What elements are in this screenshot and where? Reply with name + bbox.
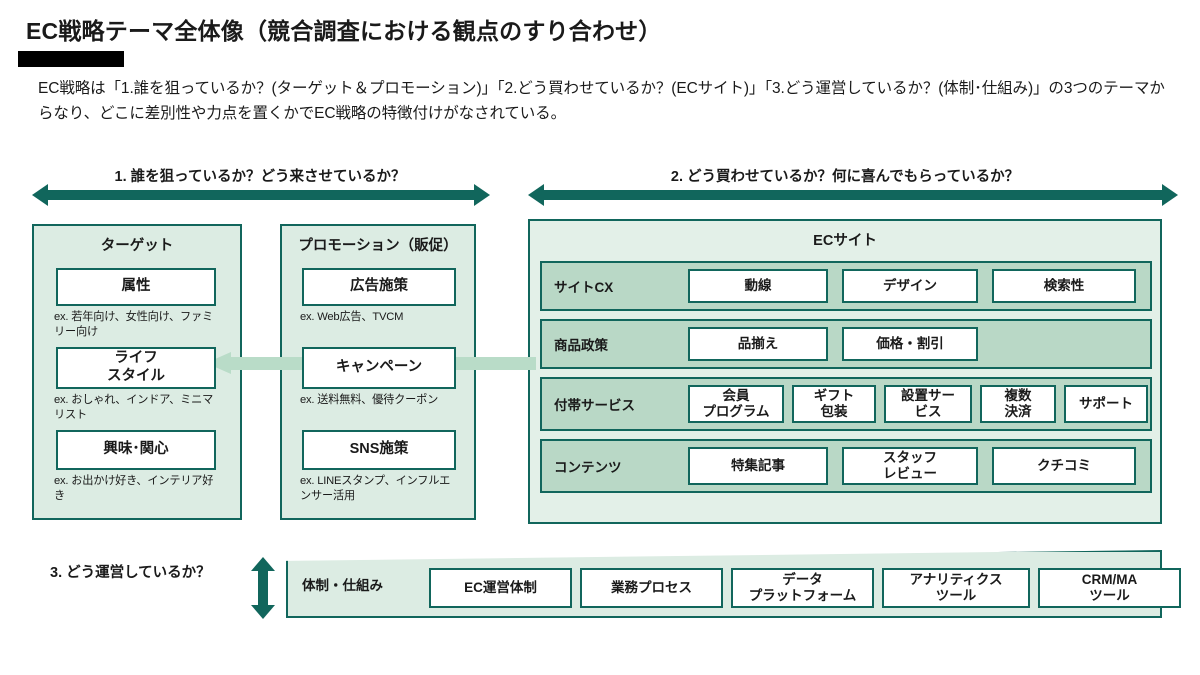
ec-cell-gift-wrapping[interactable]: ギフト 包装 — [792, 385, 876, 423]
ops-cell-data-platform[interactable]: データ プラットフォーム — [731, 568, 874, 608]
ec-cell-doussen[interactable]: 動線 — [688, 269, 828, 303]
promotion-item-campaign[interactable]: キャンペーン — [302, 347, 456, 389]
section-2-heading: 2. どう買わせているか？何に喜んでもらっているか？ — [670, 169, 1020, 185]
title-underline-rule — [18, 51, 124, 67]
arrow-head-right-icon — [474, 184, 490, 206]
ec-cell-assortment[interactable]: 品揃え — [688, 327, 828, 361]
section-3-heading: 3. どう運営しているか？ — [50, 565, 211, 581]
arrow-head-right-icon — [1162, 184, 1178, 206]
promotion-item-advertising[interactable]: 広告施策 — [302, 268, 456, 306]
promotion-panel-title: プロモーション（販促） — [298, 238, 458, 254]
arrow-head-up-icon — [251, 557, 275, 571]
ec-cell-installation-service[interactable]: 設置サー ビス — [884, 385, 972, 423]
operations-band: 体制・仕組み EC運営体制 業務プロセス データ プラットフォーム アナリティク… — [286, 550, 1181, 618]
operations-band-label: 体制・仕組み — [302, 578, 383, 593]
ec-row-merchandising: 商品政策 品揃え 価格・割引 — [540, 319, 1152, 369]
page-title: EC戦略テーマ全体像（競合調査における観点のすり合わせ） — [26, 18, 662, 44]
target-item-attribute[interactable]: 属性 — [56, 268, 216, 306]
ec-cell-design[interactable]: デザイン — [842, 269, 978, 303]
target-item-attribute-example: ex. 若年向け、女性向け、ファミリー向け — [54, 311, 213, 338]
promotion-item-campaign-example: ex. 送料無料、優待クーポン — [300, 394, 439, 406]
arrow-head-down-icon — [251, 605, 275, 619]
ec-cell-feature-articles[interactable]: 特集記事 — [688, 447, 828, 485]
lede-paragraph: EC戦略は「1.誰を狙っているか？(ターゲット＆プロモーション)」「2.どう買わ… — [38, 80, 1165, 123]
promotion-item-advertising-example: ex. Web広告、TVCM — [300, 311, 404, 323]
ec-cell-searchability[interactable]: 検索性 — [992, 269, 1136, 303]
ec-cell-membership-program[interactable]: 会員 プログラム — [688, 385, 784, 423]
ec-site-panel: ECサイト サイトCX 動線 デザイン 検索性 商品政策 品揃え 価格・割引 付… — [528, 219, 1162, 524]
arrow-head-left-icon — [528, 184, 544, 206]
ops-cell-crm-ma-tool[interactable]: CRM/MA ツール — [1038, 568, 1181, 608]
ec-cell-staff-review[interactable]: スタッフ レビュー — [842, 447, 978, 485]
target-panel-title: ターゲット — [100, 238, 174, 254]
target-item-interest[interactable]: 興味･関心 — [56, 430, 216, 470]
ec-cell-multiple-payment[interactable]: 複数 決済 — [980, 385, 1056, 423]
promotion-item-sns[interactable]: SNS施策 — [302, 430, 456, 470]
ops-cell-ec-org[interactable]: EC運営体制 — [429, 568, 572, 608]
target-item-interest-example: ex. お出かけ好き、インテリア好き — [54, 475, 214, 502]
operations-band-shape — [286, 550, 1162, 618]
ec-row-label: 付帯サービス — [554, 398, 635, 413]
target-item-lifestyle-example: ex. おしゃれ、インドア、ミニマリスト — [54, 394, 214, 421]
ec-row-ancillary-services: 付帯サービス 会員 プログラム ギフト 包装 設置サー ビス 複数 決済 サポー… — [540, 377, 1152, 431]
section-1-arrow — [32, 184, 490, 206]
arrow-shaft — [542, 190, 1164, 200]
section-3-vertical-arrow-icon — [251, 557, 275, 619]
ops-cell-business-process[interactable]: 業務プロセス — [580, 568, 723, 608]
section-1-heading: 1. 誰を狙っているか？どう来させているか？ — [114, 169, 406, 185]
ec-row-content: コンテンツ 特集記事 スタッフ レビュー クチコミ — [540, 439, 1152, 493]
ec-row-label: コンテンツ — [554, 460, 622, 475]
ec-site-panel-title: ECサイト — [813, 233, 877, 249]
ec-cell-word-of-mouth[interactable]: クチコミ — [992, 447, 1136, 485]
ops-cell-analytics-tool[interactable]: アナリティクス ツール — [882, 568, 1030, 608]
ec-cell-price-discount[interactable]: 価格・割引 — [842, 327, 978, 361]
arrow-head-left-icon — [32, 184, 48, 206]
section-2-arrow — [528, 184, 1178, 206]
ec-row-label: サイトCX — [554, 280, 614, 295]
ec-cell-support[interactable]: サポート — [1064, 385, 1148, 423]
ec-row-label: 商品政策 — [554, 338, 608, 353]
arrow-shaft — [46, 190, 476, 200]
promotion-item-sns-example: ex. LINEスタンプ、インフルエンサー活用 — [300, 475, 451, 502]
target-item-lifestyle[interactable]: ライフ スタイル — [56, 347, 216, 389]
ec-row-site-cx: サイトCX 動線 デザイン 検索性 — [540, 261, 1152, 311]
arrow-shaft — [258, 570, 268, 606]
